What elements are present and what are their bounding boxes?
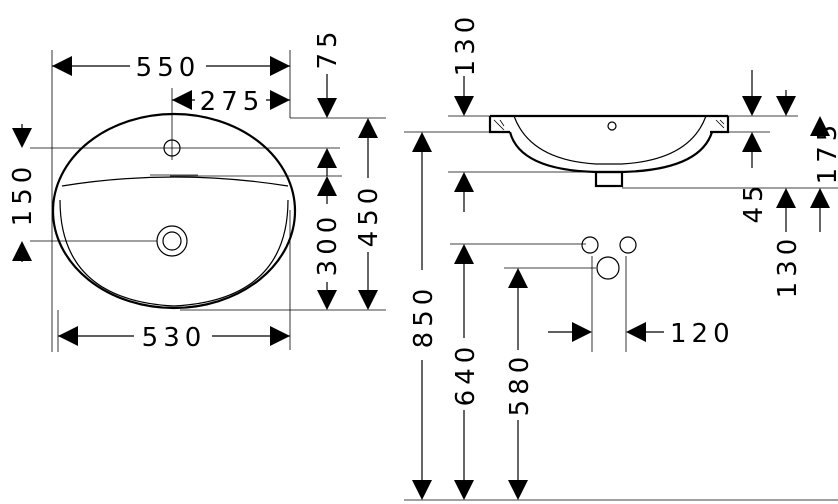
dim-275-label: 275 bbox=[200, 87, 265, 117]
dim-130-lower-label: 130 bbox=[773, 234, 803, 299]
dim-450-label: 450 bbox=[354, 183, 384, 248]
drain-body bbox=[594, 170, 624, 188]
arrow-75-up bbox=[317, 148, 337, 168]
dim-150-label: 150 bbox=[8, 162, 38, 227]
basin-bowl-inner bbox=[59, 199, 289, 307]
arrow-580-down bbox=[508, 480, 528, 500]
dim-120-label: 120 bbox=[670, 319, 735, 349]
arrow-580-up bbox=[508, 268, 528, 288]
arrow-450-up bbox=[358, 118, 378, 138]
side-view: 130 850 640 580 120 bbox=[404, 12, 838, 501]
arrow-120-right bbox=[626, 322, 646, 342]
arrow-300-up bbox=[317, 176, 337, 196]
arrow-175-up bbox=[810, 116, 830, 136]
basin-left-lip bbox=[488, 116, 510, 134]
dim-580-label: 580 bbox=[505, 352, 535, 417]
arrow-150-down bbox=[12, 128, 32, 148]
dim-130-top-label: 130 bbox=[451, 12, 481, 77]
dim-850-label: 850 bbox=[409, 284, 439, 349]
drain-inner bbox=[162, 231, 182, 251]
dim-45-label: 45 bbox=[739, 180, 769, 223]
arrow-450-down bbox=[358, 290, 378, 310]
arrow-right-b-down bbox=[776, 96, 796, 116]
arrow-640-down bbox=[454, 480, 474, 500]
arrow-120-left bbox=[572, 322, 592, 342]
arrow-175-lower-up bbox=[810, 188, 830, 208]
arrow-850-up bbox=[412, 132, 432, 152]
dim-175-label: 175 bbox=[813, 120, 838, 185]
plan-view: 550 275 75 150 300 450 bbox=[8, 26, 386, 353]
basin-outer-outline bbox=[51, 112, 297, 310]
dim-300-label: 300 bbox=[313, 212, 343, 277]
arrow-530-right bbox=[270, 326, 290, 346]
arrow-275-left bbox=[172, 90, 192, 110]
arrow-275-right bbox=[270, 90, 290, 110]
dim-640-label: 640 bbox=[451, 342, 481, 407]
arrow-right-b-up bbox=[776, 188, 796, 208]
arrow-75-down bbox=[317, 98, 337, 118]
basin-right-lip bbox=[710, 116, 730, 134]
arrow-130-top bbox=[454, 96, 474, 116]
arrow-550-left bbox=[52, 56, 72, 76]
arrow-850-down bbox=[412, 480, 432, 500]
arrow-right-a-down bbox=[742, 96, 762, 116]
arrow-530-left bbox=[58, 326, 78, 346]
arrow-bowl-bottom bbox=[454, 172, 474, 192]
supply-pipe-left bbox=[581, 236, 599, 254]
basin-lip-hatch bbox=[493, 119, 725, 131]
arrow-300-down bbox=[317, 290, 337, 310]
dim-530-label: 530 bbox=[142, 323, 207, 353]
arrow-150-up bbox=[12, 241, 32, 261]
basin-bowl-section bbox=[508, 131, 714, 174]
dim-550-label: 550 bbox=[136, 53, 201, 83]
waste-pipe bbox=[596, 256, 620, 280]
arrow-640-up bbox=[454, 244, 474, 264]
side-tap-hole bbox=[607, 121, 617, 131]
basin-rim-edge bbox=[61, 176, 289, 187]
drain-outer bbox=[156, 225, 188, 257]
arrow-right-a-up bbox=[742, 132, 762, 152]
supply-pipe-right bbox=[619, 236, 637, 254]
basin-bowl-inner-section bbox=[513, 115, 707, 165]
arrow-550-right bbox=[270, 56, 290, 76]
dim-75-label: 75 bbox=[313, 26, 343, 69]
